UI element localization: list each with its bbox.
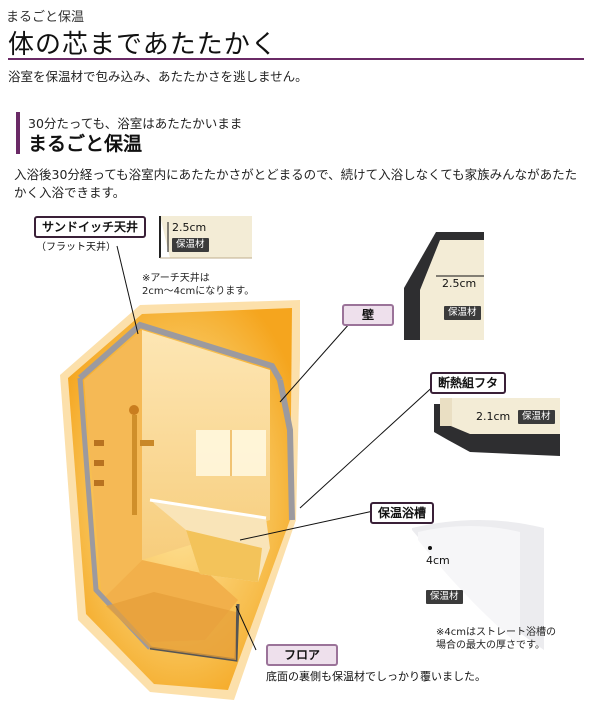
ceiling-material-tag: 保温材 bbox=[172, 238, 209, 252]
left-wall bbox=[84, 330, 142, 600]
tub-front bbox=[186, 530, 262, 582]
section-body: 入浴後30分経っても浴室内にあたたかさがとどまるので、続けて入浴しなくても家族み… bbox=[14, 167, 578, 200]
label-sandwich-ceiling: サンドイッチ天井 bbox=[34, 216, 147, 238]
tub-material-tag: 保温材 bbox=[426, 590, 463, 604]
section-title: まるごと保温 bbox=[28, 133, 143, 155]
wall-thickness: 2.5cm bbox=[442, 277, 477, 290]
floor-base bbox=[106, 592, 236, 660]
floor-description: 底面の裏側も保温材でしっかり覆いました。 bbox=[266, 670, 486, 683]
shower-bar bbox=[132, 415, 137, 515]
label-insulated-lid: 断熱組フタ bbox=[430, 372, 507, 394]
wall-frame bbox=[277, 379, 295, 521]
label-floor: フロア bbox=[266, 644, 338, 666]
lid-material-tag: 保温材 bbox=[518, 410, 555, 424]
section-subtitle: 30分たっても、浴室はあたたかいまま bbox=[28, 116, 243, 131]
lead-text: 浴室を保温材で包み込み、あたたかさを逃しません。 bbox=[8, 69, 308, 84]
page-title: 体の芯まであたたかく bbox=[8, 30, 278, 60]
tub-note: ※4cmはストレート浴槽の 場合の最大の厚さです。 bbox=[436, 627, 556, 651]
kicker-text: まるごと保温 bbox=[6, 10, 85, 25]
ceiling-note: ※アーチ天井は 2cm〜4cmになります。 bbox=[142, 273, 255, 297]
ceiling-frame bbox=[78, 321, 283, 382]
lid-thickness: 2.1cm bbox=[476, 410, 511, 423]
ceiling-thickness: 2.5cm bbox=[172, 221, 207, 234]
title-rule bbox=[8, 58, 584, 60]
tub-thickness: 4cm bbox=[426, 554, 450, 567]
label-wall: 壁 bbox=[342, 304, 394, 326]
section-accent-bar bbox=[16, 112, 20, 154]
label-flat-ceiling: （フラット天井） bbox=[36, 242, 116, 253]
wall-material-tag: 保温材 bbox=[444, 306, 481, 320]
label-insulated-tub: 保温浴槽 bbox=[370, 502, 435, 524]
